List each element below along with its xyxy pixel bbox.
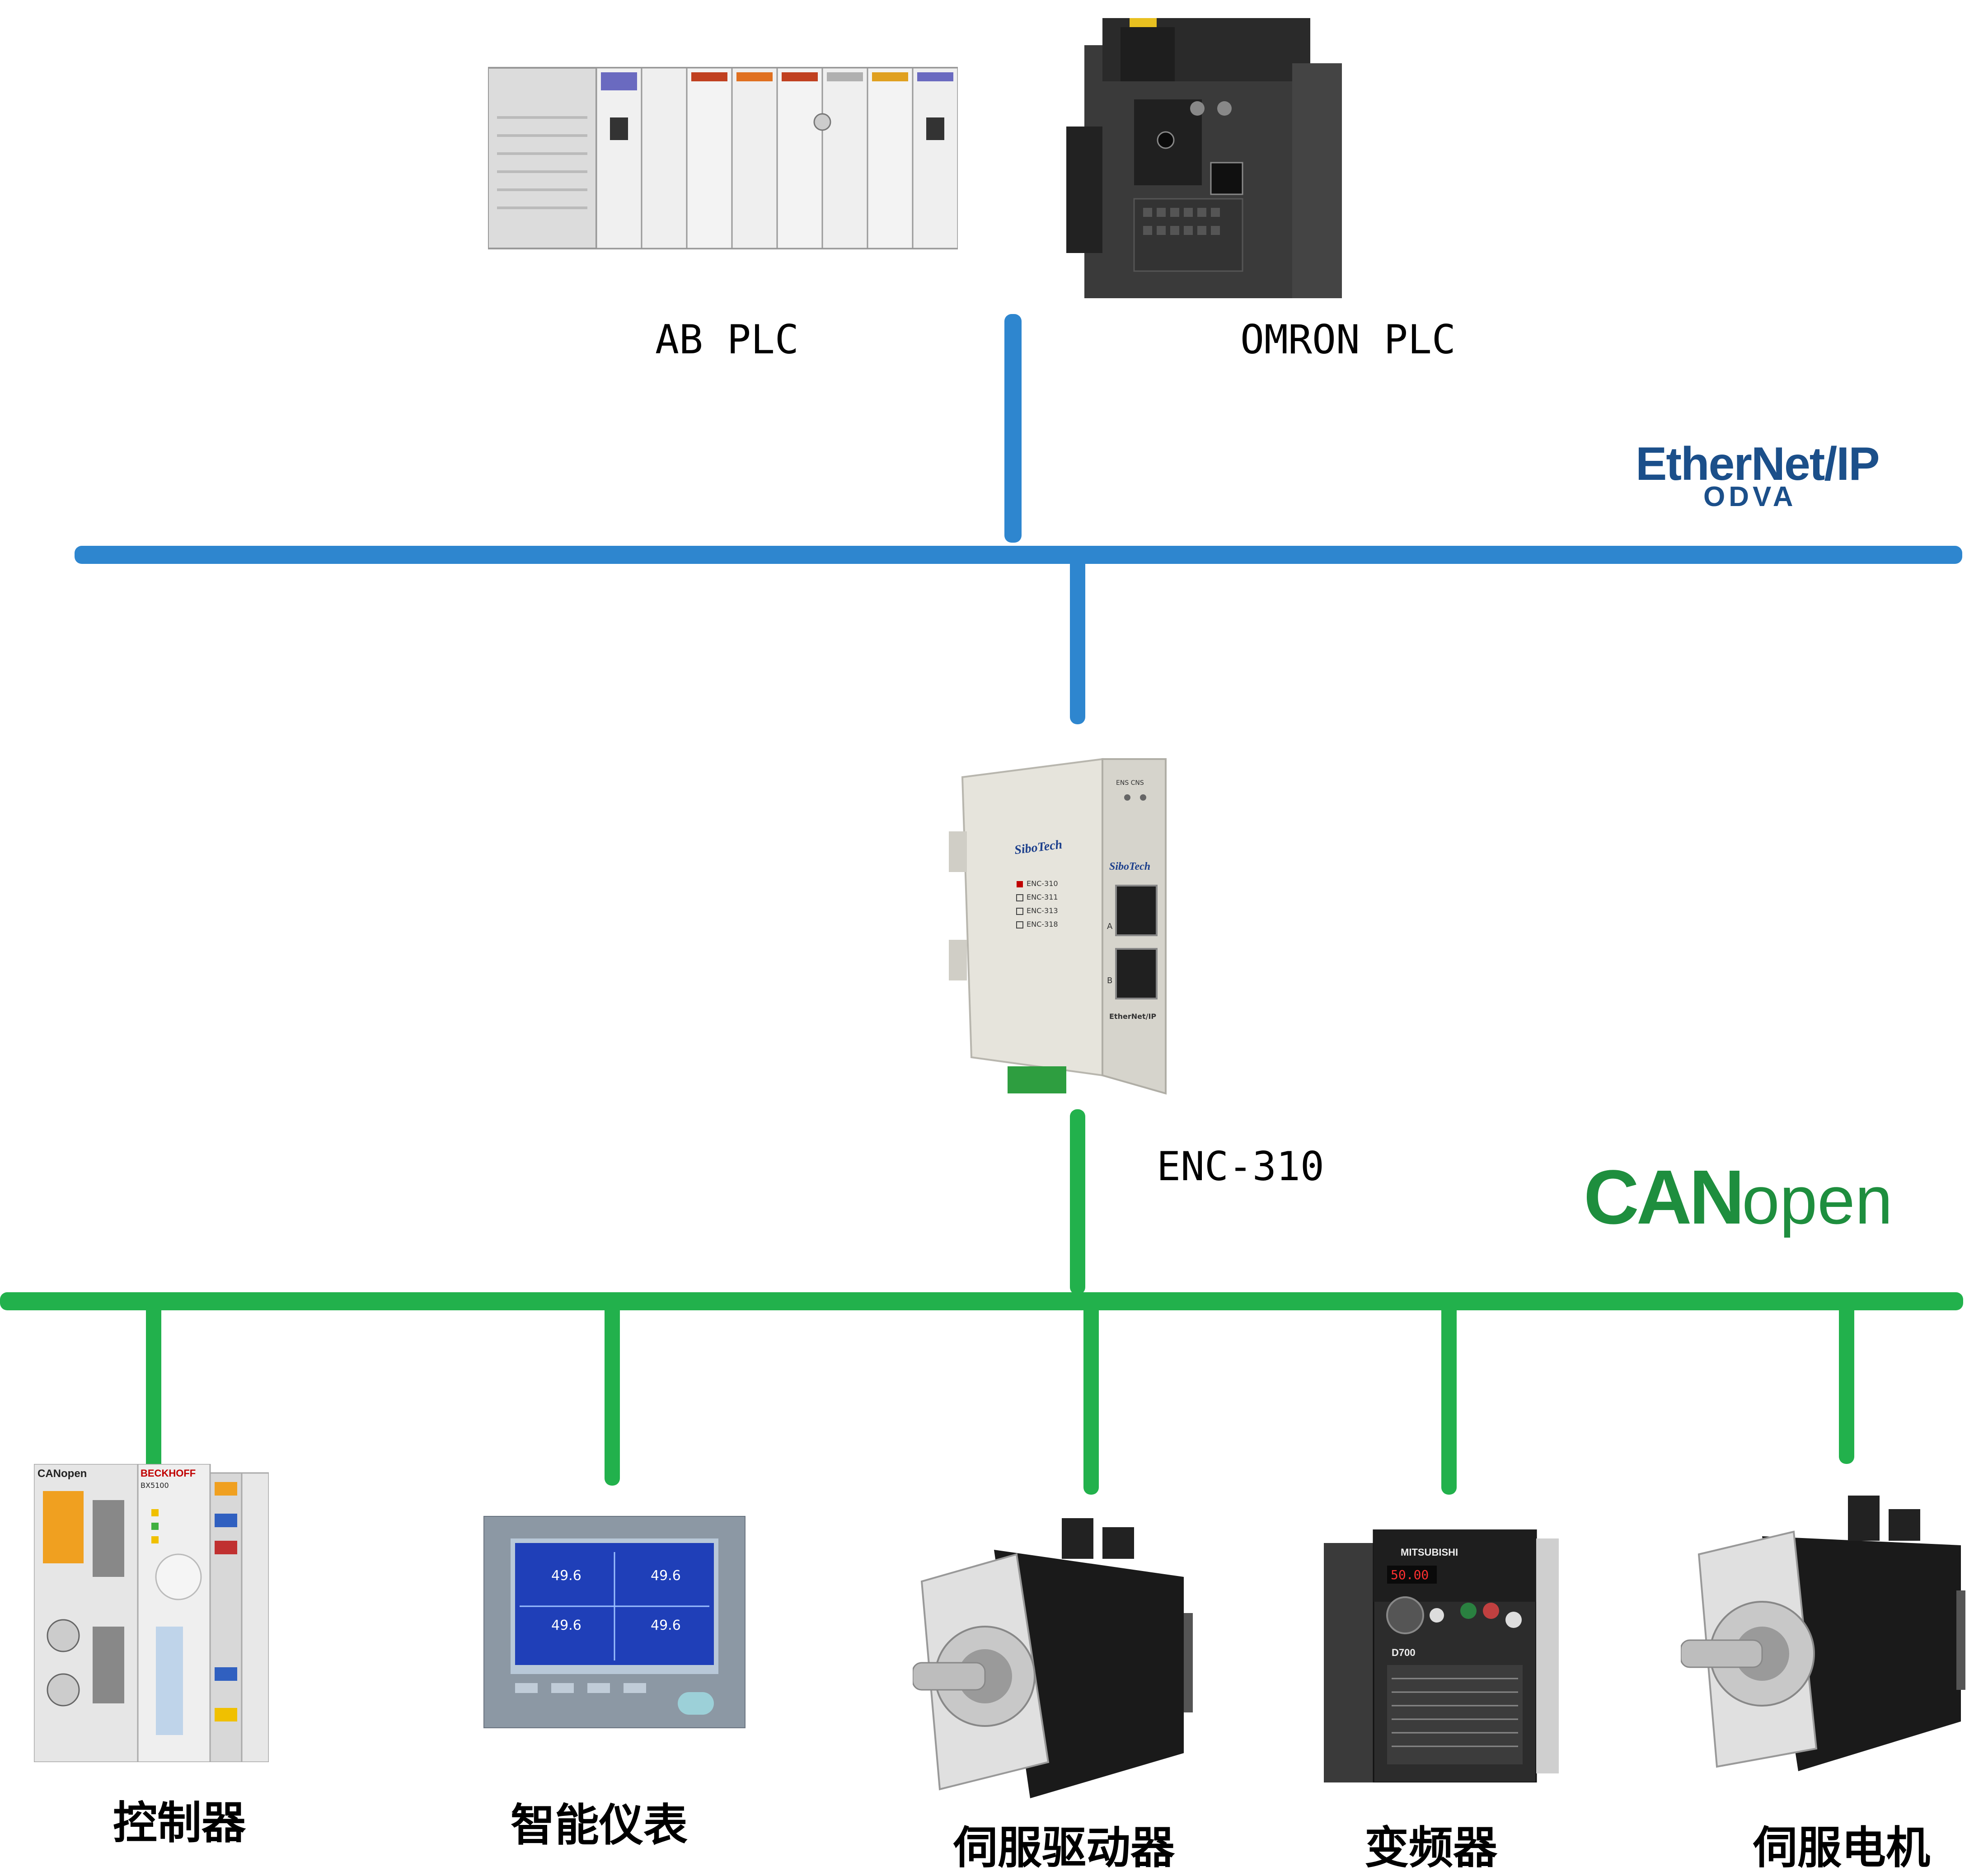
servo-driver-image (913, 1509, 1220, 1798)
ethernet-ip-badge: EtherNet/IP (1109, 1012, 1157, 1021)
controller-image: CANopen BECKHOFF BX5100 (34, 1464, 269, 1762)
odva-logo-text: ODVA (1703, 481, 1797, 512)
ab-plc-label: AB PLC (655, 316, 799, 363)
controller-drop-line (146, 1301, 161, 1473)
omron-plc-label: OMRON PLC (1240, 316, 1456, 363)
canopen-logo: CANopen (1584, 1159, 1945, 1258)
gateway-ethernet-drop-line (1070, 549, 1085, 724)
meter-value-4: 49.6 (651, 1618, 681, 1633)
model-option-1: ENC-310 (1027, 879, 1058, 888)
omron-plc-image (1066, 9, 1346, 316)
servo-motor-image (1681, 1491, 1970, 1780)
enc-310-label: ENC-310 (1157, 1143, 1324, 1190)
servo-motor-drop-line (1839, 1301, 1854, 1464)
bx5100-label: BX5100 (141, 1481, 169, 1490)
sibotech-side-label: SiboTech (1109, 861, 1151, 872)
meter-value-3: 49.6 (551, 1618, 581, 1633)
beckhoff-label: BECKHOFF (141, 1468, 196, 1479)
inverter-label: 变频器 (1364, 1822, 1498, 1874)
model-option-4: ENC-318 (1027, 920, 1058, 929)
port-b-label: B (1107, 976, 1113, 985)
meter-value-2: 49.6 (651, 1568, 681, 1584)
meter-drop-line (605, 1301, 620, 1486)
smart-meter-image: 49.6 49.6 49.6 49.6 (483, 1516, 746, 1728)
ethernet-ip-logo-text: EtherNet/IP (1636, 438, 1880, 490)
inverter-image: MITSUBISHI 50.00 D700 (1324, 1529, 1559, 1782)
meter-value-1: 49.6 (551, 1568, 581, 1584)
canopen-small-label: CANopen (38, 1468, 87, 1480)
d700-label: D700 (1392, 1647, 1416, 1658)
smart-meter-label: 智能仪表 (511, 1800, 688, 1851)
servo-motor-label: 伺服电机 (1753, 1822, 1931, 1874)
ethernet-ip-logo: EtherNet/IP ODVA (1636, 441, 1943, 522)
servo-driver-label: 伺服驱动器 (953, 1822, 1175, 1874)
canopen-logo-open: open (1742, 1162, 1893, 1238)
servo-driver-drop-line (1083, 1301, 1099, 1495)
ethernet-ip-bus (75, 546, 1962, 564)
plc-drop-line (1004, 314, 1022, 543)
inverter-drop-line (1441, 1301, 1457, 1495)
led-label: ENS CNS (1116, 779, 1144, 787)
ab-plc-image (488, 63, 958, 253)
port-a-label: A (1107, 922, 1113, 931)
controller-label: 控制器 (113, 1797, 246, 1849)
enc-310-gateway-image: SiboTech SiboTech ENS CNS ENC-310 ENC-31… (949, 750, 1175, 1112)
model-option-2: ENC-311 (1027, 893, 1058, 901)
inverter-display: 50.00 (1391, 1567, 1429, 1582)
gateway-canopen-drop-line (1070, 1109, 1085, 1294)
canopen-logo-can: CAN (1584, 1154, 1744, 1240)
canopen-bus (0, 1292, 1963, 1310)
model-option-3: ENC-313 (1027, 906, 1058, 915)
mitsubishi-label: MITSUBISHI (1401, 1547, 1458, 1558)
